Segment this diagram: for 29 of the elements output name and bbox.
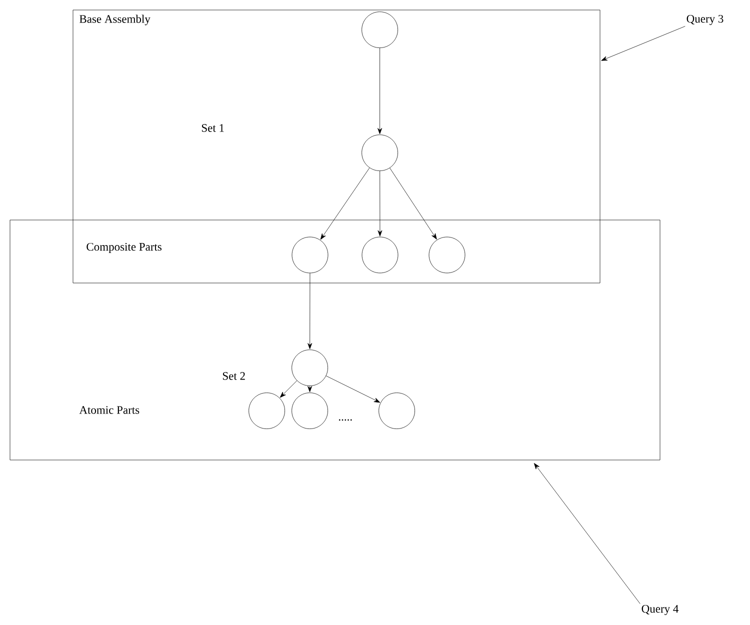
circle-node xyxy=(362,236,398,274)
query-box xyxy=(10,220,660,460)
arrow xyxy=(280,380,298,398)
row-label: Set 2 xyxy=(222,372,245,380)
circle-node xyxy=(362,12,398,48)
row-label: Atomic Parts xyxy=(79,406,140,414)
arrow xyxy=(390,168,437,240)
arrow xyxy=(326,376,380,403)
arrow xyxy=(308,273,312,350)
query-box xyxy=(72,10,600,284)
arrow xyxy=(308,386,312,392)
arrow xyxy=(534,463,640,604)
circle-node xyxy=(292,392,328,429)
circle-node xyxy=(362,134,398,171)
circle-node xyxy=(378,392,415,429)
dots-label: ..... xyxy=(338,419,352,421)
arrow xyxy=(320,168,370,240)
row-label: Base Assembly xyxy=(80,14,150,26)
row-label: Set 1 xyxy=(202,124,224,132)
row-label: Composite Parts xyxy=(86,242,162,254)
arrow xyxy=(601,26,686,61)
circle-node xyxy=(292,236,328,274)
arrow xyxy=(378,48,382,134)
arrow xyxy=(378,170,382,236)
circle-node xyxy=(248,392,285,429)
query-label: Query 3 xyxy=(686,14,724,26)
query-label: Query 4 xyxy=(642,604,679,616)
circle-node xyxy=(428,236,466,274)
circle-node xyxy=(292,350,328,386)
